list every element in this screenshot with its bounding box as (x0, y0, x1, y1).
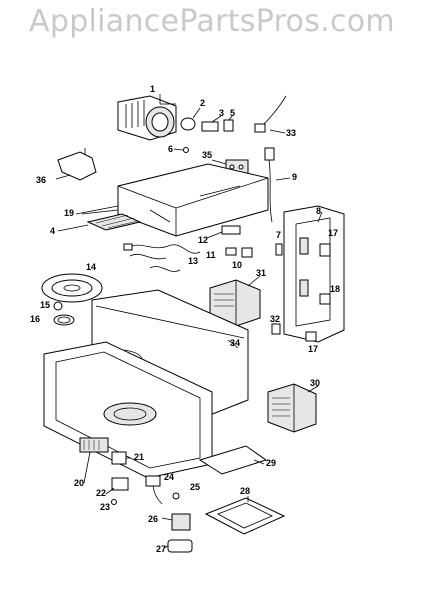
callout-8: 8 (316, 206, 321, 216)
callout-34: 34 (230, 338, 240, 348)
part-lamp-24[interactable] (145, 475, 163, 505)
part-grille[interactable] (57, 213, 142, 232)
part-socket-cover[interactable] (223, 115, 234, 132)
part-blower-motor[interactable] (117, 95, 177, 141)
callout-17a: 17 (328, 228, 338, 238)
callout-19: 19 (64, 208, 74, 218)
callout-11: 11 (206, 250, 216, 260)
callout-26: 26 (148, 514, 158, 524)
callout-36: 36 (36, 175, 46, 185)
part-filter[interactable] (204, 497, 286, 535)
part-switch-7[interactable] (275, 243, 283, 256)
callout-2: 2 (200, 98, 205, 108)
callout-5: 5 (230, 108, 235, 118)
callout-15: 15 (40, 300, 50, 310)
callout-13: 13 (188, 256, 198, 266)
part-lamp-socket[interactable] (201, 115, 222, 132)
part-switch-17a[interactable] (319, 243, 331, 257)
part-vent-20[interactable] (79, 437, 109, 453)
part-switch-11[interactable] (225, 247, 237, 256)
callout-24: 24 (164, 472, 174, 482)
part-roller-ring-16[interactable] (53, 314, 75, 326)
callout-14: 14 (86, 262, 96, 272)
leader-lines (75, 94, 319, 549)
part-bracket-26[interactable] (171, 513, 191, 531)
part-fuse[interactable] (241, 247, 253, 258)
part-screw-6[interactable] (173, 147, 189, 153)
callout-30: 30 (310, 378, 320, 388)
callout-1: 1 (150, 84, 155, 94)
callout-32: 32 (270, 314, 280, 324)
part-handle-27[interactable] (167, 539, 193, 553)
part-32[interactable] (271, 323, 281, 335)
part-door-latch[interactable] (283, 205, 345, 343)
callout-33: 33 (286, 128, 296, 138)
callout-25: 25 (190, 482, 200, 492)
callout-18: 18 (330, 284, 340, 294)
callout-29: 29 (266, 458, 276, 468)
callout-4: 4 (50, 226, 55, 236)
part-switch-18[interactable] (319, 293, 331, 305)
part-wire-harness[interactable] (123, 243, 201, 272)
watermark: AppliancePartsPros.com (29, 4, 395, 39)
callout-16: 16 (30, 314, 40, 324)
part-thermistor[interactable] (254, 95, 287, 134)
callout-3: 3 (219, 108, 224, 118)
callout-27: 27 (156, 544, 166, 554)
callout-31: 31 (256, 268, 266, 278)
part-bracket-36[interactable] (55, 148, 97, 181)
part-lamp[interactable] (180, 107, 201, 131)
part-switch-17b[interactable] (305, 331, 317, 342)
callout-6: 6 (168, 144, 173, 154)
callout-28: 28 (240, 486, 250, 496)
callout-21: 21 (134, 452, 144, 462)
callout-7: 7 (276, 230, 281, 240)
callout-22: 22 (96, 488, 106, 498)
part-motor-22[interactable] (111, 477, 129, 491)
callout-23: 23 (100, 502, 110, 512)
part-wire-9[interactable] (275, 177, 291, 181)
callout-17b: 17 (308, 344, 318, 354)
part-magnetron[interactable] (267, 383, 317, 433)
callout-10: 10 (232, 260, 242, 270)
part-turntable[interactable] (41, 273, 103, 303)
part-screw-25[interactable] (172, 492, 180, 500)
part-fan-21[interactable] (111, 451, 127, 465)
callout-20: 20 (74, 478, 84, 488)
callout-9: 9 (292, 172, 297, 182)
part-screw-23[interactable] (111, 499, 117, 505)
part-coupler-15[interactable] (53, 301, 63, 311)
callout-12: 12 (198, 235, 208, 245)
part-power-cord[interactable] (264, 147, 275, 223)
callout-35: 35 (202, 150, 212, 160)
part-top-cover[interactable] (81, 163, 269, 237)
part-panel-29[interactable] (198, 445, 268, 475)
part-bracket-12[interactable] (206, 225, 241, 239)
